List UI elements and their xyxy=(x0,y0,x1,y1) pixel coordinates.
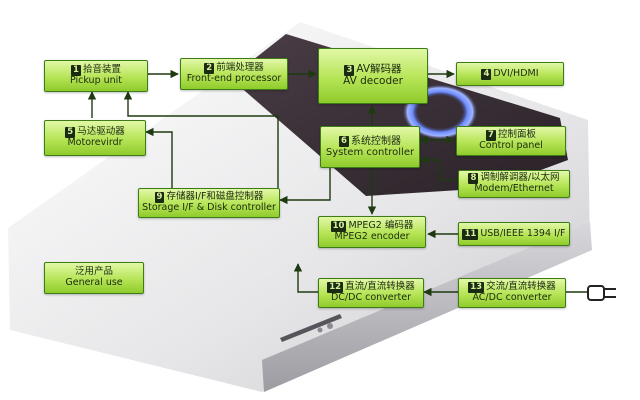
node-number: 7 xyxy=(486,130,496,142)
node-title-zh: 泛用产品 xyxy=(74,266,113,278)
node-title-en: MPEG2 encoder xyxy=(334,231,410,243)
arrow-6-to-9 xyxy=(279,168,331,205)
node-title-en: DC/DC converter xyxy=(330,292,412,304)
node-title-en: General use xyxy=(65,277,123,288)
device-front-button-2 xyxy=(317,327,323,333)
node-title-en: Motorevirdr xyxy=(67,137,123,149)
node-general-use: 泛用产品 General use xyxy=(44,262,144,294)
node-number: 11 xyxy=(462,228,479,240)
node-number: 1 xyxy=(71,65,81,77)
node-title-zh: 控制面板 xyxy=(497,129,536,141)
arrow-8-to-6 xyxy=(419,155,458,181)
arrow-9-to-5 xyxy=(145,127,173,188)
node-number: 3 xyxy=(344,64,355,76)
arrow-12-to-system xyxy=(293,263,318,293)
node-number: 8 xyxy=(468,173,479,185)
node-number: 12 xyxy=(327,282,344,294)
device-front-side xyxy=(262,222,592,392)
node-title-en: System controller xyxy=(325,147,415,158)
node-title-zh: 存储器I/F和磁盘控制器 xyxy=(166,191,264,203)
node-title-zh: 拾音装置 xyxy=(82,64,121,76)
node-title-zh: AV解码器 xyxy=(356,63,402,76)
device-front-slot xyxy=(280,314,342,342)
node-title-zh: 马达驱动器 xyxy=(77,126,125,138)
node-number: 10 xyxy=(330,221,347,233)
node-title-en: Modem/Ethernet xyxy=(474,183,554,195)
node-title-zh: 直流/直流转换器 xyxy=(345,281,415,293)
node-title-en: Pickup unit xyxy=(69,75,123,87)
node-title-en: AC/DC converter xyxy=(472,292,552,304)
node-number: 13 xyxy=(468,282,485,294)
node-title-zh: 系统控制器 xyxy=(350,135,401,147)
node-title-zh: DVI/HDMI xyxy=(493,67,539,79)
node-title-zh: 调制解调器/以太网 xyxy=(480,172,560,184)
power-plug-icon xyxy=(587,285,616,301)
device-front-button xyxy=(327,323,333,329)
node-title-zh: USB/IEEE 1394 I/F xyxy=(480,227,566,239)
node-title-en: Control panel xyxy=(479,140,543,152)
node-number: 6 xyxy=(339,135,349,147)
node-title-en: AV decoder xyxy=(343,75,403,87)
node-number: 5 xyxy=(65,127,76,139)
node-title-zh: 交流/直流转换器 xyxy=(486,281,556,293)
node-title-zh: 前端处理器 xyxy=(216,62,264,74)
node-number: 2 xyxy=(204,63,215,75)
node-number: 9 xyxy=(154,192,165,204)
node-title-zh: MPEG2 编码器 xyxy=(348,220,414,232)
node-number: 4 xyxy=(481,68,492,80)
node-title-en: Front-end processor xyxy=(186,73,282,85)
node-title-en: Storage I/F & Disk controller xyxy=(142,202,276,214)
arrow-9-to-1 xyxy=(123,91,279,188)
